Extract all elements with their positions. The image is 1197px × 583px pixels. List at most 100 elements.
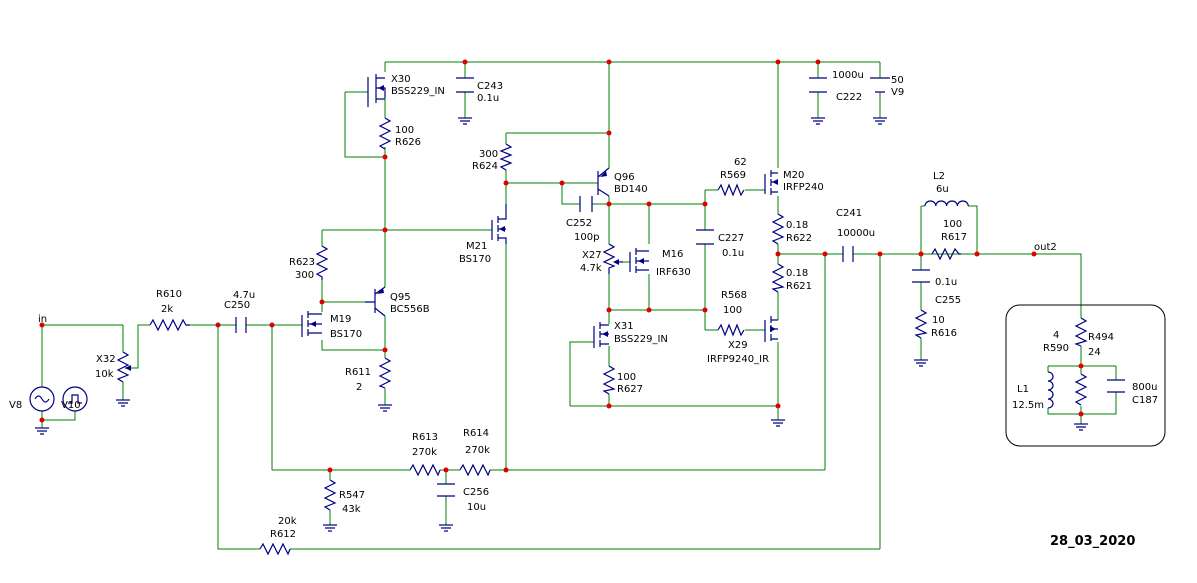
C255-ref: C255 (935, 295, 961, 306)
capacitor-C227 (696, 229, 714, 245)
R624-value: 300 (479, 149, 498, 160)
R547-value: 43k (342, 504, 361, 515)
Q96-model: BD140 (614, 184, 648, 195)
V8-ref: V8 (9, 400, 22, 411)
capacitor-C252 (579, 196, 593, 212)
mosfet-M20 (764, 170, 778, 195)
R547-ref: R547 (339, 490, 365, 501)
X30-model: BSS229_IN (391, 86, 445, 97)
M21-ref: M21 (466, 241, 487, 252)
R612-ref: R612 (270, 529, 296, 540)
R627-value: 100 (617, 372, 636, 383)
C187-value: 800u (1132, 382, 1157, 393)
resistor-R613 (409, 463, 441, 477)
X29-model: IRFP9240_IR (707, 354, 769, 365)
C227-ref: C227 (718, 233, 744, 244)
M16-ref: M16 (662, 249, 683, 260)
resistor-R617 (931, 247, 961, 261)
mosfet-X31 (593, 322, 609, 348)
mosfet-M21 (491, 204, 507, 244)
V10-ref: V10 (61, 400, 81, 411)
C241-ref: C241 (836, 208, 862, 219)
R568-value: 100 (723, 305, 742, 316)
resistor-R569 (717, 183, 745, 197)
C243-value: 0.1u (477, 93, 499, 104)
speaker-model-box (1005, 304, 1166, 447)
X31-ref: X31 (614, 321, 634, 332)
resistor-R568 (717, 323, 745, 337)
M20-model: IRFP240 (783, 182, 824, 193)
C250-ref: C250 (224, 300, 250, 311)
inductor-L1 (1047, 371, 1054, 409)
source-V8 (29, 386, 55, 412)
L1-value: 12.5m (1012, 400, 1044, 411)
X31-model: BSS229_IN (614, 334, 668, 345)
resistor-R610 (149, 318, 190, 332)
M20-ref: M20 (783, 170, 804, 181)
R613-value: 270k (412, 447, 437, 458)
R611-value: 2 (356, 382, 362, 393)
R568-ref: R568 (721, 290, 747, 301)
component-labels: X30 BSS229_IN C243 0.1u 100 R626 1000u C… (9, 70, 1158, 540)
R623-value: 300 (295, 270, 314, 281)
L1-ref: L1 (1017, 384, 1029, 395)
resistor-R623 (315, 245, 329, 280)
R613-ref: R613 (412, 432, 438, 443)
R494-ref: R494 (1088, 332, 1114, 343)
Q95-model: BC556B (390, 304, 430, 315)
R622-value: 0.18 (786, 220, 808, 231)
C255-value: 0.1u (935, 277, 957, 288)
R569-value: 62 (734, 157, 747, 168)
resistor-R590 (1074, 373, 1088, 406)
junction-dots (39, 59, 1084, 473)
M19-ref: M19 (330, 314, 351, 325)
L2-ref: L2 (933, 171, 945, 182)
inductor-L2 (924, 200, 969, 207)
R569-ref: R569 (720, 170, 746, 181)
resistor-R494 (1074, 317, 1088, 347)
potentiometer-X27 (602, 243, 623, 274)
capacitor-C187 (1107, 379, 1125, 393)
resistor-R616 (914, 309, 928, 339)
Q96-ref: Q96 (614, 172, 635, 183)
R621-ref: R621 (786, 281, 812, 292)
C227-value: 0.1u (722, 248, 744, 259)
X27-value: 4.7k (580, 263, 602, 274)
R614-ref: R614 (463, 428, 489, 439)
resistor-R626 (378, 117, 392, 150)
R626-value: 100 (395, 125, 414, 136)
R612-value: 20k (278, 516, 297, 527)
resistor-R621 (771, 263, 785, 293)
net-in: in (38, 314, 47, 325)
R590-ref: R590 (1043, 343, 1069, 354)
bjt-Q95 (365, 286, 386, 317)
R616-value: 10 (932, 315, 945, 326)
resistor-R612 (259, 542, 291, 556)
M19-model: BS170 (330, 329, 362, 340)
R622-ref: R622 (786, 233, 812, 244)
R611-ref: R611 (345, 367, 371, 378)
Q95-ref: Q95 (390, 292, 411, 303)
resistor-R611 (378, 357, 392, 389)
bjt-Q96 (597, 167, 610, 197)
L2-value: 6u (936, 184, 949, 195)
R617-ref: R617 (941, 232, 967, 243)
M21-model: BS170 (459, 254, 491, 265)
drawing-date: 28_03_2020 (1050, 534, 1135, 549)
resistor-R624 (499, 143, 513, 171)
X29-ref: X29 (728, 340, 748, 351)
X30-ref: X30 (391, 74, 411, 85)
R610-ref: R610 (156, 289, 182, 300)
C222-value: 1000u (832, 70, 864, 81)
V9-ref: V9 (891, 87, 904, 98)
M16-model: IRF630 (656, 267, 691, 278)
R623-ref: R623 (289, 257, 315, 268)
R626-ref: R626 (395, 137, 421, 148)
C250-value: 4.7u (233, 290, 255, 301)
capacitor-C222 (809, 77, 827, 93)
potentiometer-X32 (116, 351, 131, 383)
resistor-R614 (459, 463, 491, 477)
C252-ref: C252 (566, 218, 592, 229)
V9-value: 50 (891, 75, 904, 86)
